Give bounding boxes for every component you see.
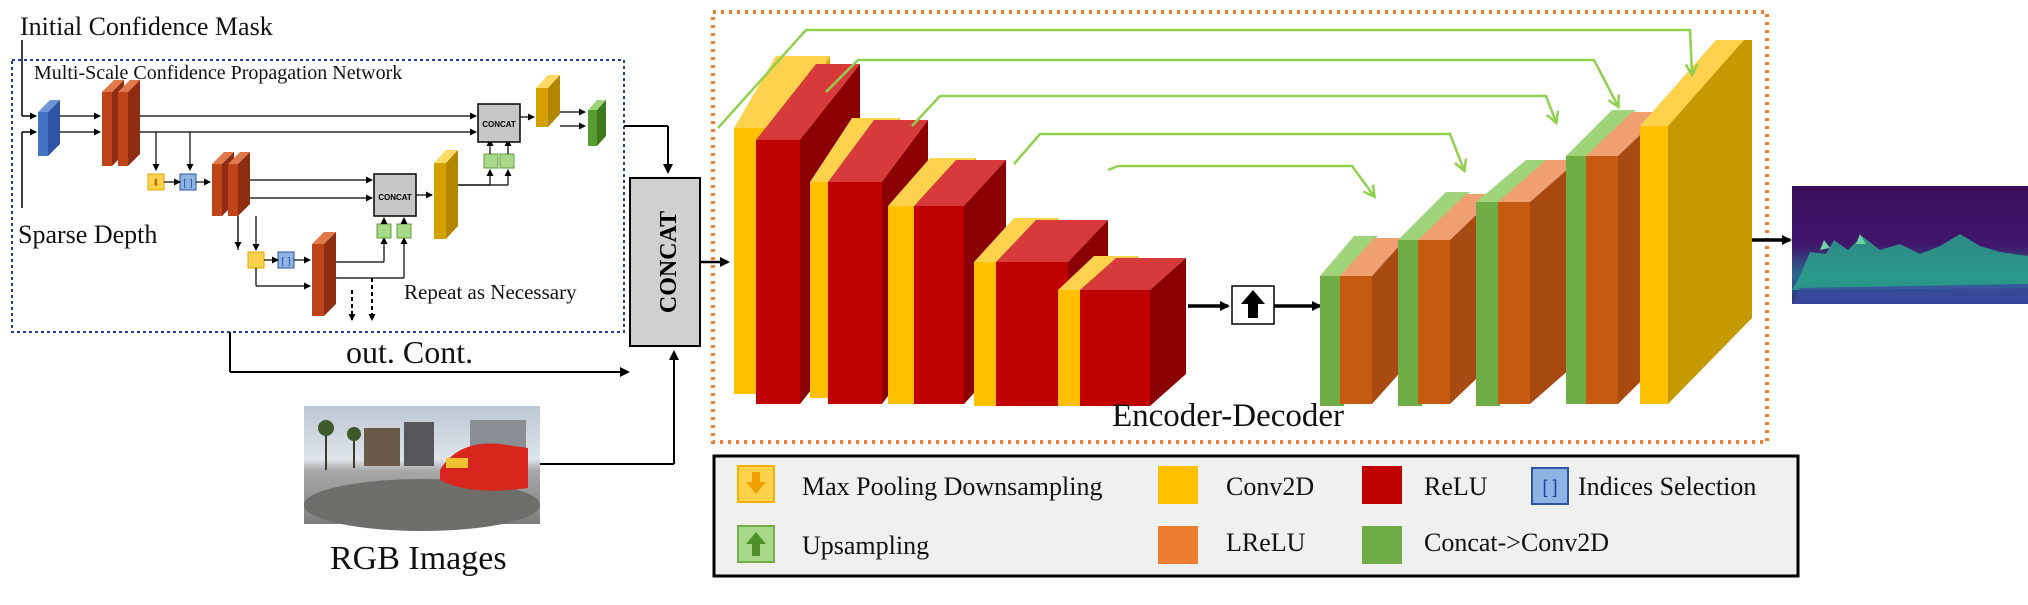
depth-output-image	[1792, 186, 2028, 304]
svg-text:[ ]: [ ]	[183, 178, 192, 189]
legend-label-maxpool: Max Pooling Downsampling	[802, 472, 1103, 501]
scale2-conv-blocks	[212, 152, 250, 216]
maxpool-icon	[247, 251, 265, 269]
encoder-block-5	[1058, 256, 1186, 406]
legend-label-lrelu: LReLU	[1226, 528, 1306, 557]
upsample-icon	[376, 223, 392, 239]
concat-conv2d-swatch	[1362, 526, 1402, 564]
decoder-block-3	[1476, 160, 1578, 406]
skip-connection-1	[717, 28, 1692, 129]
confidence-output-block	[588, 100, 606, 146]
network-title: Multi-Scale Confidence Propagation Netwo…	[34, 62, 403, 84]
scale1-output-conv	[536, 75, 560, 127]
input-block	[38, 100, 60, 156]
rgb-images-label: RGB Images	[330, 540, 507, 577]
repeat-label: Repeat as Necessary	[404, 280, 577, 304]
legend-label-conv2d: Conv2D	[1226, 472, 1315, 501]
conv2d-swatch	[1158, 466, 1198, 504]
out-cont-label: out. Cont.	[346, 334, 474, 370]
skip-connection-3	[911, 94, 1556, 127]
relu-swatch	[1362, 466, 1402, 504]
skip-connection-4	[1013, 132, 1464, 170]
legend-label-relu: ReLU	[1424, 472, 1488, 501]
concat-block-scale1	[477, 103, 521, 143]
legend-label-concat-conv2d: Concat->Conv2D	[1424, 528, 1610, 557]
upsample-icon	[396, 223, 412, 239]
svg-text:[ ]: [ ]	[1542, 477, 1557, 497]
svg-text:CONCAT: CONCAT	[378, 193, 412, 202]
svg-text:CONCAT: CONCAT	[482, 120, 516, 129]
scale1-conv-blocks	[102, 80, 140, 166]
skip-connection-2	[825, 58, 1618, 106]
upsample-icon	[483, 153, 499, 169]
legend-label-indices: Indices Selection	[1578, 472, 1757, 501]
upsample-icon	[499, 153, 515, 169]
initial-mask-label: Initial Confidence Mask	[20, 12, 273, 41]
lrelu-swatch	[1158, 526, 1198, 564]
concat-block-scale2	[373, 173, 417, 217]
svg-text:⬇: ⬇	[152, 178, 160, 189]
network-boundary	[11, 59, 625, 333]
decoder-block-1	[1320, 236, 1406, 406]
svg-text:[ ]: [ ]	[281, 256, 290, 267]
rgb-image	[304, 406, 540, 531]
concat-main-block	[629, 177, 701, 347]
sparse-depth-label: Sparse Depth	[18, 220, 158, 249]
decoder-output-block	[1640, 40, 1752, 404]
encoder-decoder-label: Encoder-Decoder	[1112, 398, 1345, 434]
scale3-conv-block	[312, 232, 336, 316]
scale2-output-conv	[434, 150, 458, 239]
svg-text:CONCAT: CONCAT	[656, 211, 682, 313]
encoder-block-4	[974, 218, 1108, 406]
skip-connection-5	[1107, 164, 1374, 196]
legend-label-upsampling: Upsampling	[802, 531, 930, 560]
encoder-decoder-boundary	[711, 10, 1769, 444]
bracket-icon	[1531, 467, 1569, 505]
legend-box	[712, 454, 1800, 578]
